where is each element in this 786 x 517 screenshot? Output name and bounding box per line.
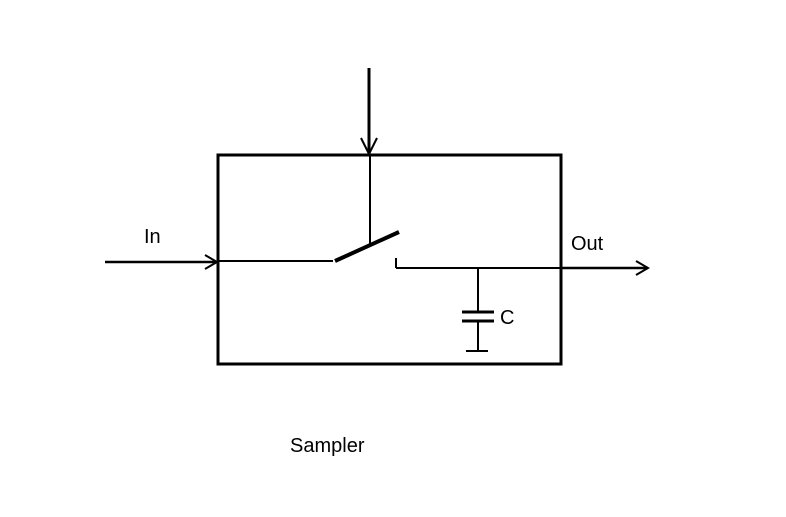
capacitor-label: C: [500, 307, 514, 329]
input-arrow: [105, 254, 219, 270]
switch-blade: [334, 230, 400, 263]
output-label: Out: [571, 233, 604, 255]
input-label: In: [144, 226, 161, 248]
control-arrow: [360, 68, 378, 157]
output-arrow: [560, 260, 650, 276]
sampler-box: [216, 153, 563, 366]
capacitor: [462, 268, 494, 352]
caption-label: Sampler: [290, 435, 365, 457]
